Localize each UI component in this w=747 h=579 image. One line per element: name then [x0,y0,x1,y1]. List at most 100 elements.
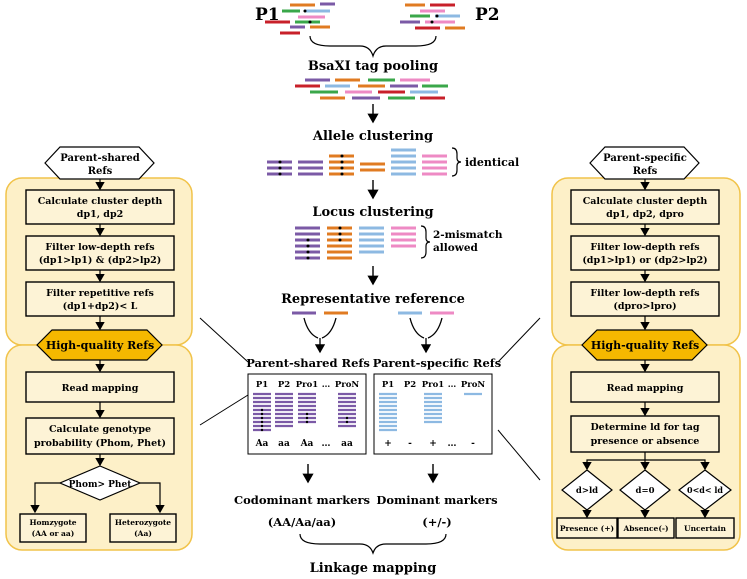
locus-clustering-label: Locus clustering [312,205,433,220]
mismatch-line1: 2-mismatch [433,229,503,241]
right-absence-label: Absence(-) [622,524,668,533]
left-read-mapping-label: Read mapping [62,383,139,394]
p2-label: P2 [475,5,500,25]
right-box-filter-pro-line2: (dpro>lpro) [613,301,676,312]
pooling-brace [309,35,437,59]
specific-mark-1: + [384,439,392,449]
left-box-heterozygote [109,513,177,543]
right-uncertain-label: Uncertain [684,524,726,533]
right-panel: Parent-specific Refs Calculate cluster d… [551,146,741,551]
left-box-depth-line2: dp1, dp2 [77,209,123,220]
p1-reads [265,2,335,35]
mismatch-line2: allowed [433,242,479,254]
codominant-label: Codominant markers [234,493,370,507]
right-hq-hex [581,329,708,361]
specific-col-p2: P2 [404,380,416,390]
right-determine-line1: Determine ld for tag [590,422,699,433]
right-box-read-mapping [570,371,720,403]
specific-col-pro1: Pro1 [422,380,445,390]
left-homozygote-line2: (AA or aa) [32,529,75,538]
right-determine-line2: presence or absence [591,436,700,447]
right-read-mapping-label: Read mapping [607,383,684,394]
left-genotype-line2: probability (Phom, Phet) [34,438,166,449]
specific-col-ellipsis: … [448,380,457,390]
right-box-depth-line1: Calculate cluster depth [583,196,708,207]
allele-clustering-label: Allele clustering [312,129,433,144]
left-box-depth-line1: Calculate cluster depth [38,196,163,207]
right-arrows [582,179,710,519]
allele-clusters [267,148,447,176]
left-box-homozygote [19,513,87,543]
right-hex-line2: Refs [633,166,658,177]
representative-label: Representative reference [281,292,465,307]
right-diamond-3-label: 0<d< ld [687,485,723,495]
left-diamond [58,465,142,501]
shared-genotype-3: Aa [300,439,314,449]
p2-reads [400,3,465,30]
left-box-genotype [25,417,175,455]
left-hex-line2: Refs [88,166,113,177]
linkage-mapping-label: Linkage mapping [310,561,437,576]
right-box-filter-low-line2: (dp1>lp1) or (dp2>lp2) [582,255,707,266]
specific-col-pron: ProN [461,380,486,390]
right-hex-line1: Parent-specific [603,153,687,164]
left-genotype-line1: Calculate genotype [49,424,151,435]
specific-mark-5: - [471,439,475,449]
identical-label: identical [465,156,519,169]
dominant-sub: (+/-) [422,515,452,529]
shared-col-p1: P1 [256,380,268,390]
specific-mark-4: … [448,439,457,449]
shared-title: Parent-shared Refs [246,356,370,370]
right-presence-label: Presence (+) [560,524,614,533]
codominant-sub: (AA/Aa/aa) [268,515,336,529]
shared-genotype-4: … [322,439,331,449]
left-hex [44,146,155,180]
left-box-filter-rep-line1: Filter repetitive refs [46,288,154,299]
linkage-brace [299,533,447,555]
left-box-read-mapping [25,371,175,403]
specific-table-header: P1 P2 Pro1 … ProN [382,380,486,390]
shared-genotype-5: aa [341,439,353,449]
left-homozygote-line1: Homzygote [29,518,76,527]
right-box-filter-low-line1: Filter low-depth refs [590,242,699,253]
right-box-determine [570,415,720,453]
left-heterozygote-line1: Heterozygote [115,518,171,527]
dominant-label: Dominant markers [376,493,497,507]
left-diamond-label: Phom> Phet [69,480,133,490]
tag-pooling-label: BsaXI tag pooling [308,59,438,74]
right-box-depth-line2: dp1, dp2, dpro [606,209,684,220]
left-box-filter-rep-line2: (dp1+dp2)< L [63,301,138,312]
left-box-filter-low [25,235,175,271]
left-panel: Parent-shared Refs Calculate cluster dep… [5,146,193,551]
p1-label: P1 [255,5,280,25]
specific-mark-2: - [408,439,412,449]
specific-title: Parent-specific Refs [373,356,501,370]
shared-table-genotypes: Aa aa Aa … aa [255,439,353,449]
specific-mark-3: + [429,439,437,449]
specific-table-marks: + - + … - [384,439,475,449]
right-diamond-1-label: d>ld [576,486,598,496]
left-hq-label: High-quality Refs [46,339,154,352]
left-hex-line1: Parent-shared [60,153,139,164]
shared-col-pro1: Pro1 [296,380,319,390]
pooled-reads [295,78,448,100]
shared-col-p2: P2 [278,380,290,390]
shared-genotype-2: aa [278,439,290,449]
shared-col-pron: ProN [335,380,360,390]
center-flow: P1 P2 [234,2,519,576]
left-box-filter-low-line1: Filter low-depth refs [45,242,154,253]
left-arrows [30,179,165,514]
left-heterozygote-line2: (Aa) [134,529,152,538]
left-hq-hex [36,329,163,361]
left-box-filter-low-line2: (dp1>lp1) & (dp2>lp2) [39,255,162,266]
shared-table-header: P1 P2 Pro1 … ProN [256,380,360,390]
shared-col-ellipsis: … [322,380,331,390]
specific-col-p1: P1 [382,380,394,390]
specific-table-reads [379,392,482,432]
shared-genotype-1: Aa [255,439,269,449]
right-hex [589,146,700,180]
panel-connectors [199,317,541,481]
right-diamond-2-label: d=0 [636,486,655,496]
right-box-filter-pro-line1: Filter low-depth refs [590,288,699,299]
